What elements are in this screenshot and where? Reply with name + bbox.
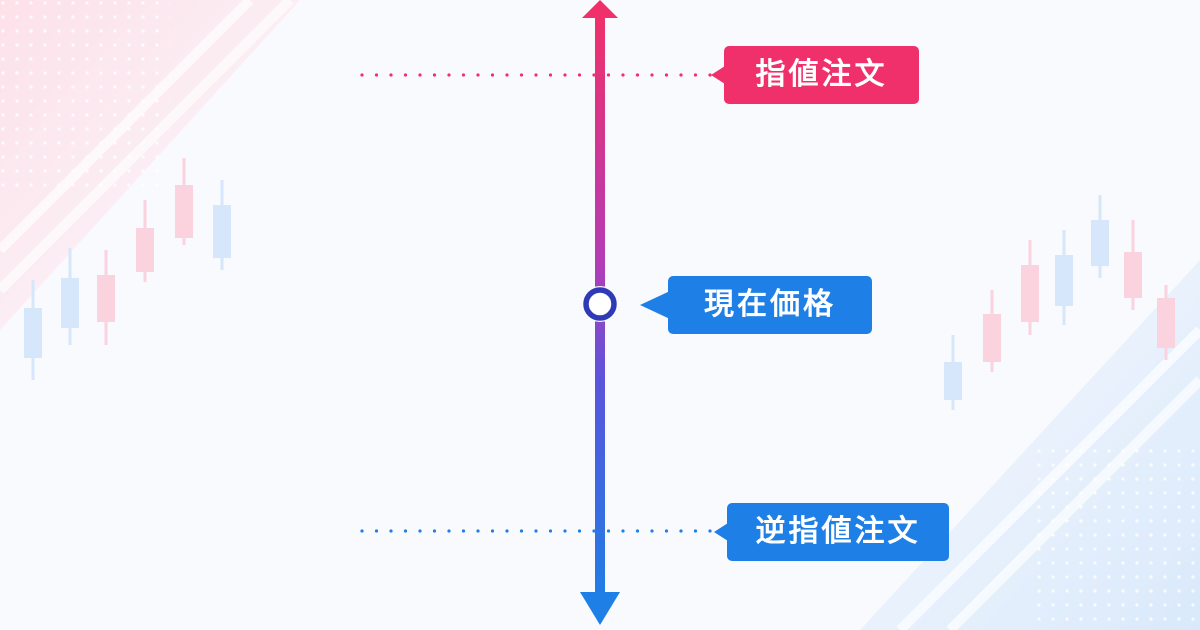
candle-body <box>1021 265 1039 322</box>
current-price-label: 現在価格 <box>668 276 872 334</box>
candle-body <box>1055 255 1073 306</box>
candle-body <box>61 278 79 328</box>
candle-body <box>136 228 154 272</box>
arrow-up-icon <box>582 0 618 18</box>
circle-marker-icon <box>583 287 617 321</box>
candle-body <box>97 275 115 322</box>
candlestick-decoration-left <box>24 158 231 380</box>
candle-body <box>1157 298 1175 348</box>
arrow-down-icon <box>580 592 620 625</box>
candle-body <box>1091 220 1109 266</box>
candle-body <box>944 362 962 400</box>
stop-order-label: 逆指値注文 <box>727 503 949 561</box>
candle-body <box>24 308 42 358</box>
candle-body <box>1124 252 1142 298</box>
limit-order-label: 指値注文 <box>724 46 919 104</box>
candle-body <box>213 205 231 258</box>
candlestick-decoration-right <box>944 195 1175 410</box>
candle-body <box>175 185 193 238</box>
candle-body <box>983 314 1001 362</box>
